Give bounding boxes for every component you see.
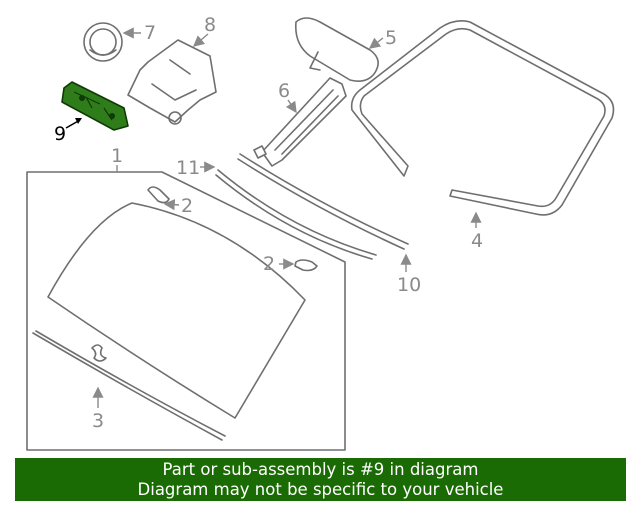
svg-text:3: 3: [92, 410, 104, 432]
callout-2-lower: 2: [263, 253, 295, 275]
callout-10: 10: [397, 253, 421, 296]
svg-text:2: 2: [263, 253, 275, 275]
svg-text:6: 6: [278, 80, 290, 102]
svg-text:2: 2: [181, 195, 193, 217]
weatherstrip-frame: [350, 20, 615, 216]
svg-text:8: 8: [204, 14, 216, 36]
callout-3: 3: [92, 386, 104, 432]
sensor-clip-bottom: [91, 344, 107, 362]
footer-banner: Part or sub-assembly is #9 in diagram Di…: [15, 458, 626, 501]
footer-line-2: Diagram may not be specific to your vehi…: [137, 479, 504, 499]
part-2-pad-upper: [147, 186, 170, 204]
sensor-cover: [83, 22, 123, 62]
mirror-bracket: [253, 77, 347, 167]
svg-text:1: 1: [111, 145, 123, 167]
windshield-glass: [47, 202, 306, 419]
callout-9: 9: [54, 118, 82, 145]
lower-molding-strip: [32, 332, 223, 441]
callout-11: 11: [176, 157, 216, 179]
sensor-housing-bracket: [127, 39, 217, 125]
rear-view-mirror: [294, 17, 379, 82]
svg-text:11: 11: [176, 157, 200, 179]
footer-line-1: Part or sub-assembly is #9 in diagram: [162, 459, 479, 479]
svg-text:10: 10: [397, 274, 421, 296]
callout-5: 5: [368, 27, 397, 49]
side-molding-strip: [215, 169, 377, 260]
callout-7: 7: [122, 22, 156, 44]
svg-text:5: 5: [385, 27, 397, 49]
callout-4: 4: [470, 211, 483, 252]
callout-8: 8: [192, 14, 216, 47]
upper-molding-strip: [237, 153, 409, 250]
part-2-pad-lower: [294, 259, 318, 272]
svg-text:7: 7: [144, 22, 156, 44]
svg-text:4: 4: [471, 230, 483, 252]
callout-1: 1: [111, 145, 123, 172]
callout-2-upper: 2: [163, 195, 193, 217]
svg-text:9: 9: [54, 123, 66, 145]
part-9-bracket-highlighted: [61, 81, 129, 131]
callout-6: 6: [278, 80, 297, 114]
windshield-panel: [26, 171, 346, 451]
